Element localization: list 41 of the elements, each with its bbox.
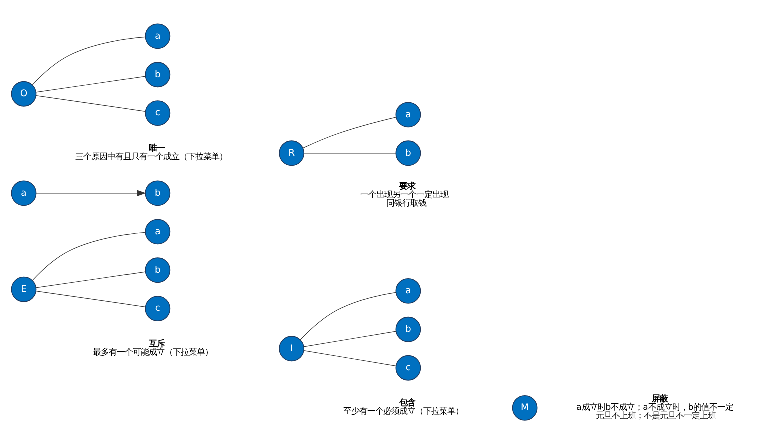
- node-circle: a: [145, 24, 171, 50]
- node-circle: c: [396, 355, 422, 381]
- node-label: 屏蔽: [652, 393, 668, 404]
- node-circle: c: [145, 100, 171, 126]
- node-circle: a: [11, 180, 37, 206]
- connector: [36, 76, 146, 93]
- node-label: 包含: [400, 398, 416, 408]
- node-circle: a: [396, 278, 422, 304]
- connector: [32, 36, 146, 86]
- node-label: a成立时b不成立；a不成立时，b的值不一定: [576, 402, 734, 412]
- node-circle: b: [145, 258, 171, 284]
- connector: [36, 290, 146, 308]
- arrow: [36, 190, 146, 197]
- node-label: 至少有一个必须成立（下拉菜单）: [343, 406, 464, 416]
- node-circle: M: [512, 395, 538, 421]
- node-label: 一个出现另一个一定出现: [360, 189, 449, 200]
- connector: [36, 272, 146, 288]
- node-circle: I: [279, 336, 305, 362]
- connector: [300, 292, 396, 340]
- node-circle: b: [145, 62, 171, 88]
- node-label: 互斥: [149, 338, 166, 348]
- node-circle: O: [11, 81, 37, 107]
- node-circle: b: [396, 140, 422, 166]
- node-circle: b: [396, 316, 422, 342]
- node-label: 要求: [400, 181, 416, 192]
- node-circle: b: [145, 180, 171, 206]
- connector: [303, 117, 397, 149]
- node-circle: E: [11, 276, 37, 302]
- connector: [304, 350, 397, 367]
- node-label: 三个原因中有且只有一个成立（下拉菜单）: [76, 151, 228, 162]
- node-circle: c: [145, 296, 171, 322]
- connector: [36, 95, 146, 112]
- connector: [304, 331, 397, 348]
- node-circle: R: [279, 140, 305, 166]
- node-label: 唯一: [149, 142, 166, 153]
- connector: [304, 153, 396, 154]
- node-circle: a: [396, 102, 422, 128]
- node-label: 同银行取钱: [386, 198, 427, 208]
- connector: [32, 232, 146, 281]
- node-circle: a: [145, 219, 171, 245]
- node-label: 最多有一个可能成立（下拉菜单）: [92, 346, 213, 357]
